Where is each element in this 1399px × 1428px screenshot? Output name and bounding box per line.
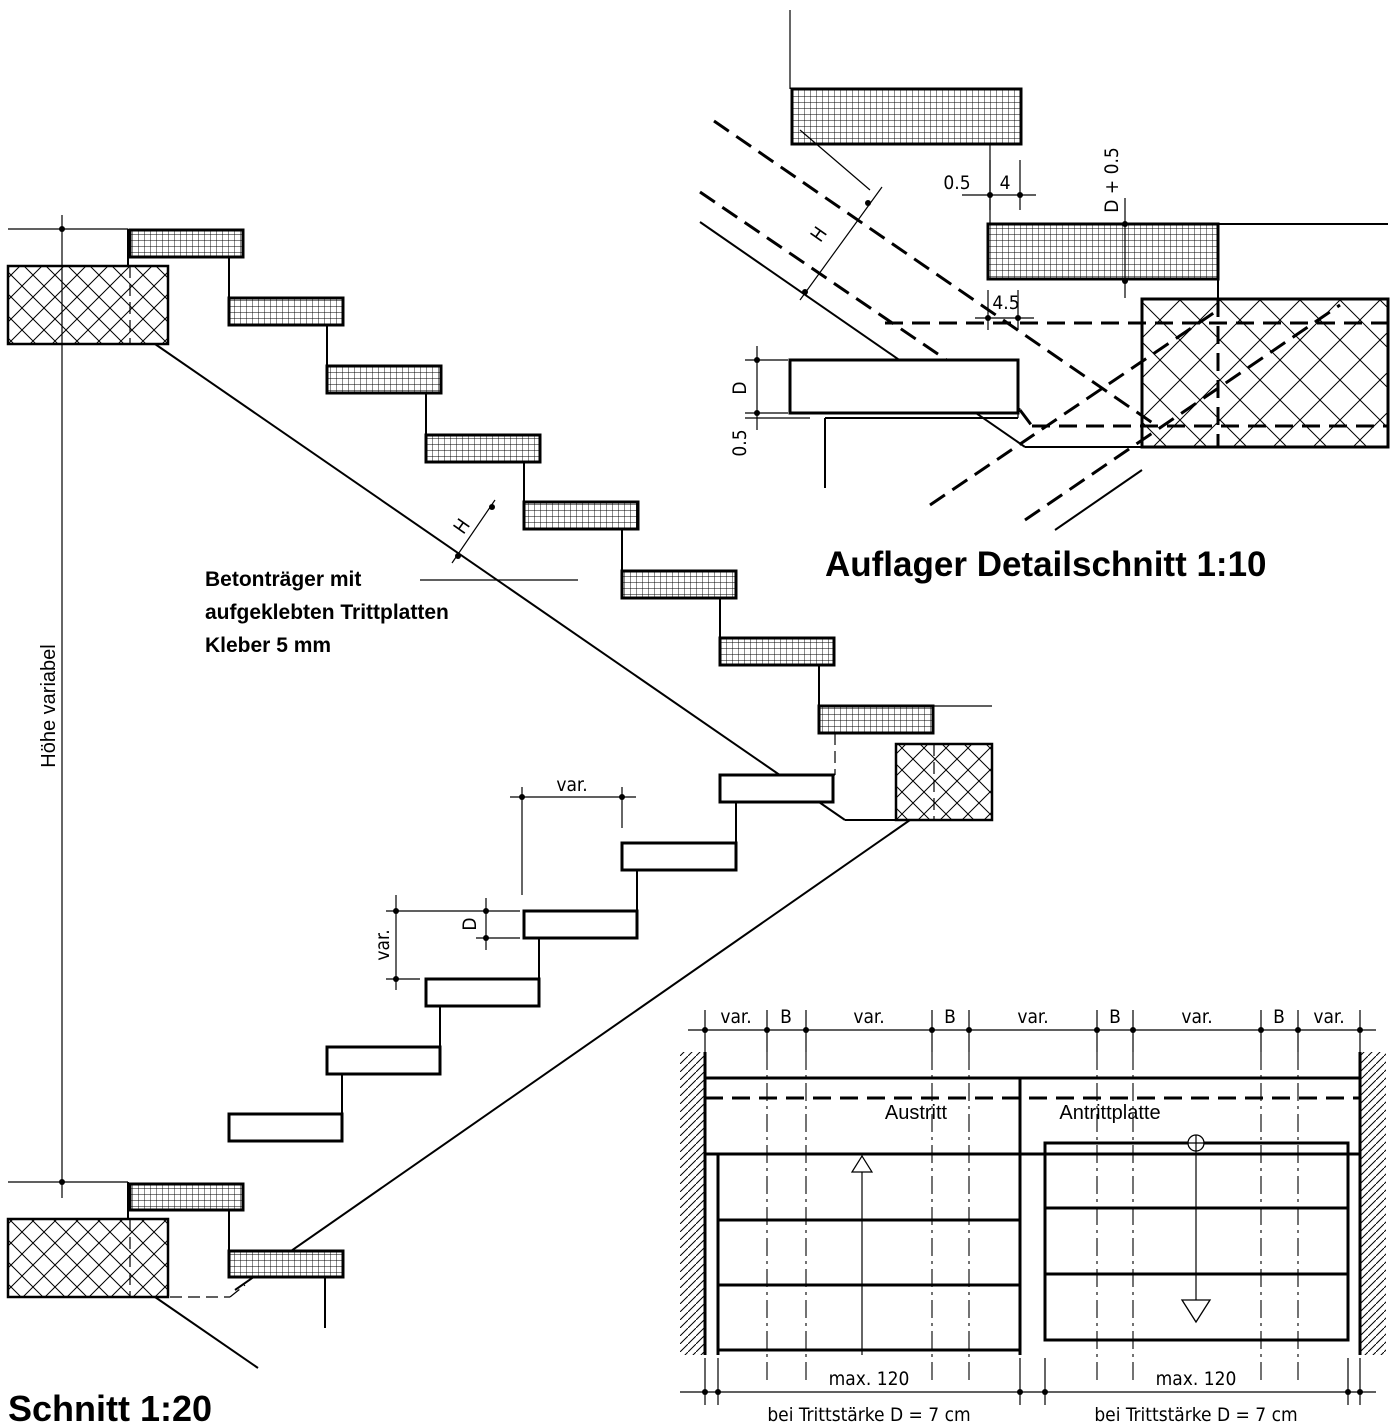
section-var-vertical: var. bbox=[372, 929, 394, 960]
max-right: max. 120 bbox=[1156, 1368, 1237, 1390]
note-line1: Betonträger mit bbox=[205, 568, 361, 591]
section-d-label: D bbox=[459, 917, 481, 930]
detail-four-five: 4.5 bbox=[992, 292, 1019, 314]
detail-d-plus: D + 0.5 bbox=[1101, 147, 1123, 213]
plan-dim-3: B bbox=[944, 1006, 956, 1028]
bei-left: bei Trittstärke D = 7 cm bbox=[767, 1404, 970, 1426]
max-left: max. 120 bbox=[829, 1368, 910, 1390]
detail-title: Auflager Detailschnitt 1:10 bbox=[825, 545, 1267, 584]
height-variable-label: Höhe variabel bbox=[38, 644, 60, 767]
plan-dim-2: var. bbox=[853, 1006, 884, 1028]
detail-d: D bbox=[729, 381, 751, 394]
plan-dim-6: var. bbox=[1181, 1006, 1212, 1028]
note-line3: Kleber 5 mm bbox=[205, 634, 331, 657]
section-var-horizontal: var. bbox=[556, 774, 587, 796]
detail-05-bottom: 0.5 bbox=[729, 429, 751, 456]
austritt-label: Austritt bbox=[885, 1102, 948, 1124]
lower-slab-hatch bbox=[6, 1217, 170, 1299]
plan-dim-7: B bbox=[1273, 1006, 1285, 1028]
lower-treads bbox=[227, 773, 835, 1143]
section-drawing: Höhe variabel H Betonträger mit aufgekle… bbox=[6, 215, 994, 1428]
detail-05-top: 0.5 bbox=[943, 172, 970, 194]
plan-dim-0: var. bbox=[720, 1006, 751, 1028]
middle-slab-hatch bbox=[894, 742, 994, 822]
upper-treads bbox=[128, 228, 935, 735]
plan-dim-4: var. bbox=[1017, 1006, 1048, 1028]
detail-drawing: H 0.5 4 D + 0.5 4.5 D 0.5 Auflager Detai… bbox=[699, 10, 1390, 584]
detail-h-label: H bbox=[806, 223, 831, 246]
antrittplatte-label: Antrittplatte bbox=[1059, 1102, 1160, 1124]
note-line2: aufgeklebten Trittplatten bbox=[205, 601, 449, 624]
plan-dim-5: B bbox=[1109, 1006, 1121, 1028]
plan-drawing: var. B var. B var. B var. B var. Austrit… bbox=[680, 1006, 1386, 1426]
plan-dim-1: B bbox=[780, 1006, 792, 1028]
plan-dim-8: var. bbox=[1313, 1006, 1344, 1028]
section-title: Schnitt 1:20 bbox=[8, 1388, 212, 1428]
bei-right: bei Trittstärke D = 7 cm bbox=[1094, 1404, 1297, 1426]
upper-slab-hatch bbox=[6, 264, 170, 346]
detail-four: 4 bbox=[1000, 172, 1011, 194]
